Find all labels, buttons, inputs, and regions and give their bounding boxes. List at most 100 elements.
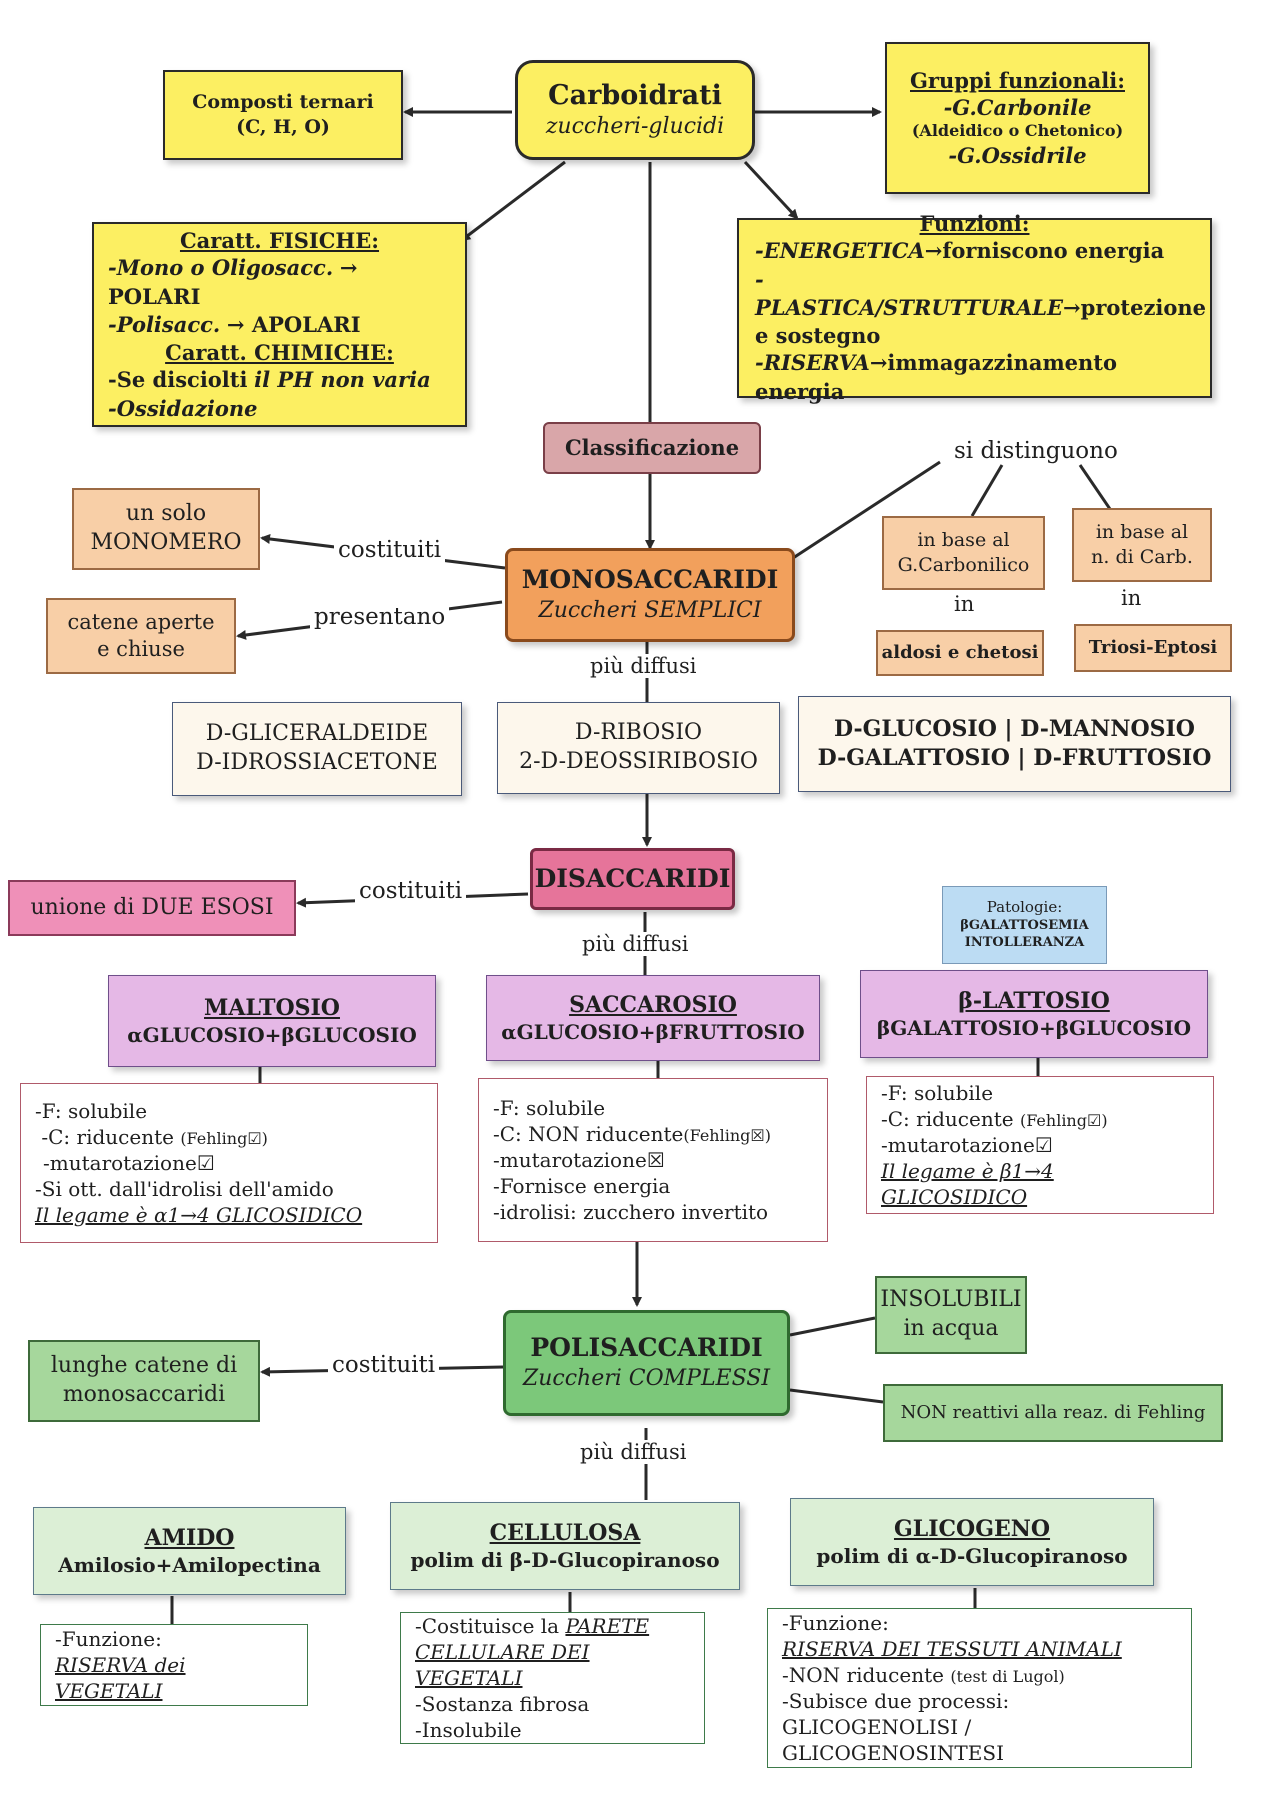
catene-node: catene aperte e chiuse bbox=[46, 598, 236, 674]
glicogeno-p5: GLICOGENOLISI / GLICOGENOSINTESI bbox=[782, 1715, 1004, 1765]
unione-node: unione di DUE ESOSI bbox=[8, 880, 296, 936]
in-carbonilico-label: in bbox=[950, 592, 979, 616]
gruppi-item1: -G.Carbonile bbox=[943, 94, 1092, 120]
classificazione-label: Classificazione bbox=[564, 435, 740, 461]
mono-ex2-line2: 2-D-DEOSSIRIBOSIO bbox=[519, 749, 758, 774]
composti-line1: Composti ternari bbox=[192, 91, 374, 114]
saccarosio-p2-note: (Fehling☒) bbox=[683, 1126, 771, 1145]
cellulosa-title: CELLULOSA bbox=[489, 1519, 641, 1546]
saccarosio-p4: -Fornisce energia bbox=[493, 1174, 671, 1198]
aldosi-chetosi-label: aldosi e chetosi bbox=[881, 642, 1039, 664]
cellulosa-p1-plain: -Costituisce la bbox=[415, 1614, 560, 1638]
carboidrati-node: Carboidrati zuccheri-glucidi bbox=[515, 60, 755, 160]
lattosio-p2: -C: riducente (Fehling☑) bbox=[881, 1106, 1199, 1132]
line-to-base-carb bbox=[1078, 464, 1114, 513]
di-node: DISACCARIDI bbox=[530, 848, 735, 910]
carboidrati-title: Carboidrati bbox=[548, 80, 722, 112]
base-carbonilico-line2: G.Carbonilico bbox=[897, 554, 1030, 576]
carboidrati-subtitle: zuccheri-glucidi bbox=[545, 114, 725, 140]
caratt-fisiche-title: Caratt. FISICHE: bbox=[179, 227, 380, 253]
funzioni-f1-rest: →forniscono energia bbox=[924, 238, 1165, 264]
poli-piu-diffusi-label: più diffusi bbox=[576, 1440, 691, 1464]
monomero-line1: un solo bbox=[125, 501, 207, 527]
amido-props: -Funzione: RISERVA dei VEGETALI bbox=[40, 1624, 308, 1706]
maltosio-props: -F: solubile -C: riducente (Fehling☑) -m… bbox=[20, 1083, 438, 1243]
glicogeno-p1: -Funzione: bbox=[782, 1611, 889, 1635]
caratt-f2-rest: → APOLARI bbox=[226, 311, 361, 337]
glicogeno-comp: polim di α-D-Glucopiranoso bbox=[816, 1544, 1128, 1569]
maltosio-p2: -C: riducente (Fehling☑) bbox=[35, 1124, 423, 1150]
line-to-base-carbonilico bbox=[970, 464, 1004, 517]
amido-node: AMIDO Amilosio+Amilopectina bbox=[33, 1507, 346, 1595]
mono-ex3-line2: D-GALATTOSIO | D-FRUTTOSIO bbox=[817, 745, 1212, 771]
base-carb-node: in base al n. di Carb. bbox=[1072, 508, 1212, 582]
lattosio-p1: -F: solubile bbox=[881, 1081, 994, 1105]
unione-label: unione di DUE ESOSI bbox=[30, 894, 274, 920]
poli-subtitle: Zuccheri COMPLESSI bbox=[522, 1365, 771, 1391]
saccarosio-p1: -F: solubile bbox=[493, 1096, 606, 1120]
maltosio-p1: -F: solubile bbox=[35, 1099, 148, 1123]
insolubili-line2: in acqua bbox=[903, 1316, 999, 1341]
patologie-line2: βGALATTOSEMIA bbox=[960, 917, 1089, 933]
caratt-c1-italic: il PH non varia bbox=[254, 367, 431, 393]
saccarosio-title: SACCAROSIO bbox=[569, 991, 737, 1018]
composti-line2: (C, H, O) bbox=[236, 116, 330, 138]
caratt-f2: -Polisacc. → APOLARI bbox=[108, 311, 451, 339]
glicogeno-props: -Funzione: RISERVA DEI TESSUTI ANIMALI -… bbox=[767, 1608, 1192, 1768]
mono-node: MONOSACCARIDI Zuccheri SEMPLICI bbox=[505, 548, 795, 642]
saccarosio-node: SACCAROSIO αGLUCOSIO+βFRUTTOSIO bbox=[486, 975, 820, 1061]
cellulosa-comp: polim di β-D-Glucopiranoso bbox=[410, 1548, 720, 1573]
funzioni-f2-italic: -PLASTICA/STRUTTURALE bbox=[755, 266, 1064, 320]
patologie-line1: Patologie: bbox=[986, 898, 1063, 917]
base-carbonilico-line1: in base al bbox=[917, 529, 1010, 552]
gruppi-title: Gruppi funzionali: bbox=[910, 67, 1125, 93]
maltosio-p5: Il legame è α1→4 GLICOSIDICO bbox=[35, 1203, 363, 1227]
lunghe-catene-node: lunghe catene di monosaccaridi bbox=[28, 1340, 260, 1422]
caratt-f1-italic: -Mono o Oligosacc. bbox=[108, 255, 334, 281]
mono-ex2-line1: D-RIBOSIO bbox=[574, 720, 703, 746]
cellulosa-p1: -Costituisce la PARETE bbox=[415, 1613, 690, 1639]
si-distinguono-label: si distinguono bbox=[950, 438, 1122, 464]
line-to-fehling bbox=[789, 1388, 884, 1404]
gruppi-node: Gruppi funzionali: -G.Carbonile (Aldeidi… bbox=[885, 42, 1150, 194]
lunghe-catene-line2: monosaccaridi bbox=[62, 1382, 226, 1407]
triosi-eptosi-label: Triosi-Eptosi bbox=[1088, 637, 1218, 659]
funzioni-f2-cont: e sostegno bbox=[755, 323, 881, 349]
cellulosa-p4: -Insolubile bbox=[415, 1718, 522, 1742]
amido-p1: -Funzione: bbox=[55, 1627, 162, 1651]
funzioni-f1: -ENERGETICA→forniscono energia bbox=[755, 237, 1194, 265]
lattosio-props: -F: solubile -C: riducente (Fehling☑) -m… bbox=[866, 1076, 1214, 1214]
arrow-to-funzioni bbox=[743, 160, 799, 220]
saccarosio-p2: -C: NON riducente(Fehling☒) bbox=[493, 1121, 813, 1147]
di-title: DISACCARIDI bbox=[534, 863, 731, 893]
triosi-eptosi-node: Triosi-Eptosi bbox=[1074, 624, 1232, 672]
patologie-node: Patologie: βGALATTOSEMIA INTOLLERANZA bbox=[942, 886, 1107, 964]
fehling-node: NON reattivi alla reaz. di Fehling bbox=[883, 1384, 1223, 1442]
funzioni-node: Funzioni: -ENERGETICA→forniscono energia… bbox=[737, 211, 1212, 404]
fehling-label: NON reattivi alla reaz. di Fehling bbox=[900, 1402, 1206, 1424]
base-carb-line1: in base al bbox=[1095, 521, 1189, 544]
costituiti-mono-label: costituiti bbox=[334, 537, 446, 563]
lattosio-title: β-LATTOSIO bbox=[958, 987, 1110, 1014]
mono-ex1-line1: D-GLICERALDEIDE bbox=[205, 721, 429, 747]
mono-ex2-node: D-RIBOSIO 2-D-DEOSSIRIBOSIO bbox=[497, 702, 780, 794]
gruppi-item1-note: (Aldeidico o Chetonico) bbox=[911, 121, 1124, 141]
amido-p2: RISERVA dei VEGETALI bbox=[55, 1653, 186, 1703]
catene-line1: catene aperte bbox=[67, 609, 215, 634]
gruppi-item2: -G.Ossidrile bbox=[948, 143, 1087, 169]
maltosio-p4: -Si ott. dall'idrolisi dell'amido bbox=[35, 1177, 334, 1201]
insolubili-node: INSOLUBILI in acqua bbox=[875, 1276, 1027, 1354]
lattosio-p2-text: -C: riducente bbox=[881, 1107, 1014, 1131]
saccarosio-p3: -mutarotazione☒ bbox=[493, 1148, 665, 1172]
funzioni-f2-rest: →protezione bbox=[1063, 294, 1206, 320]
in-carb-label: in bbox=[1117, 586, 1146, 610]
glicogeno-title: GLICOGENO bbox=[893, 1515, 1051, 1542]
insolubili-line1: INSOLUBILI bbox=[880, 1287, 1022, 1313]
cellulosa-props: -Costituisce la PARETE CELLULARE DEI VEG… bbox=[400, 1612, 705, 1744]
caratt-f1-rest: → POLARI bbox=[108, 255, 358, 309]
line-to-insolubili bbox=[789, 1316, 876, 1337]
mono-ex3-node: D-GLUCOSIO | D-MANNOSIO D-GALATTOSIO | D… bbox=[798, 696, 1231, 792]
di-piu-diffusi-label: più diffusi bbox=[578, 932, 693, 956]
maltosio-p2-text: -C: riducente bbox=[41, 1125, 174, 1149]
glicogeno-p3-note: (test di Lugol) bbox=[950, 1667, 1065, 1686]
